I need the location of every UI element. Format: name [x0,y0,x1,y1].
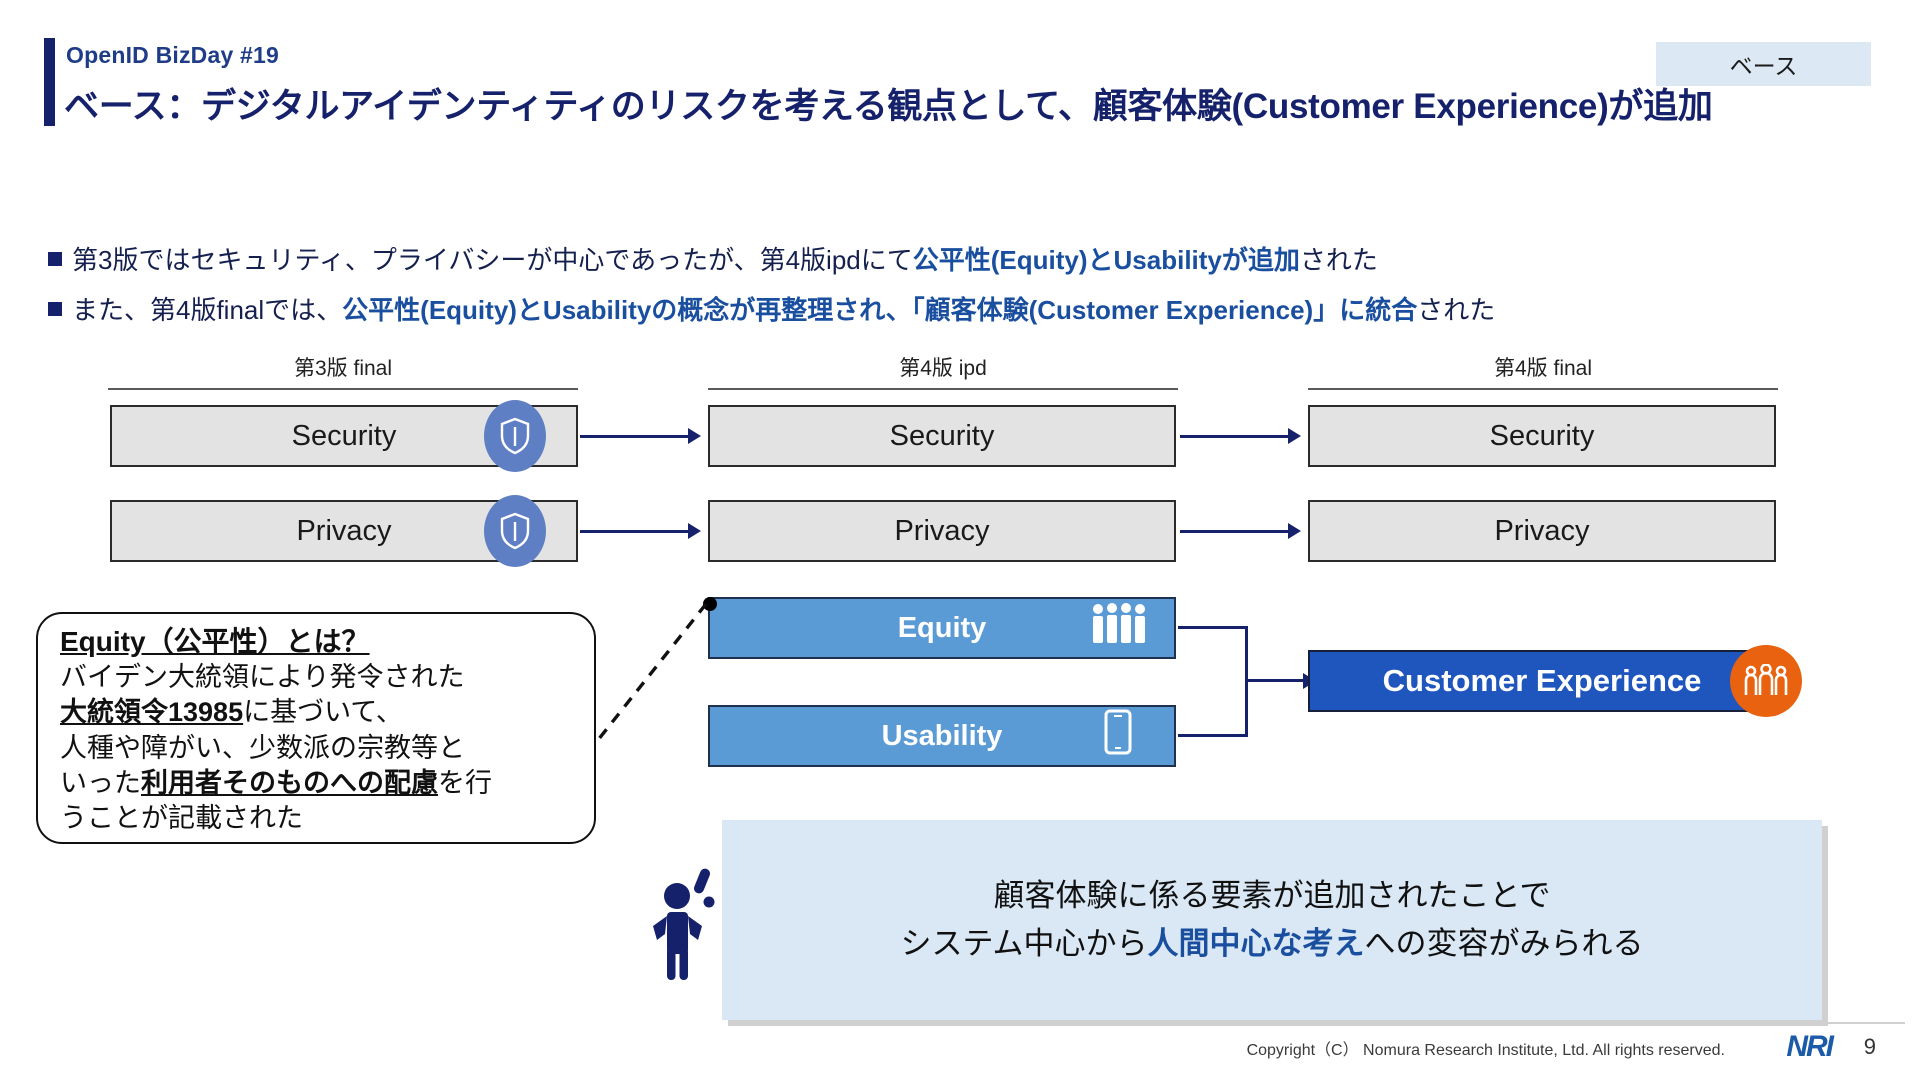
box-equity[interactable]: Equity [708,597,1176,659]
bullet-text: 第3版ではセキュリティ、プライバシーが中心であったが、第4版ipdにて公平性(E… [72,245,1378,275]
equity-definition-callout: Equity（公平性）とは？ バイデン大統領により発令された大統領令13985に… [36,612,596,844]
box-label: Equity [897,611,987,644]
page-title: ベース：デジタルアイデンティティのリスクを考える観点として、顧客体験(Custo… [64,87,1713,126]
box-label: Security [889,419,995,452]
box-usability[interactable]: Usability [708,705,1176,767]
title-accent-bar [44,38,55,126]
person-exclamation-icon [645,862,723,985]
status-badge: ベース [1656,42,1871,86]
copyright-text: Copyright（C） Nomura Research Institute, … [1246,1042,1725,1059]
summary-text: 顧客体験に係る要素が追加されたことで システム中心から人間中心な考えへの変容がみ… [900,872,1643,968]
people-group-icon [1090,603,1148,653]
page-number: 9 [1863,1034,1876,1059]
bullet-list: 第3版ではセキュリティ、プライバシーが中心であったが、第4版ipdにて公平性(E… [48,240,1848,341]
callout-title: Equity（公平性）とは？ [60,626,370,657]
arrow-privacy-v3-to-ipd [580,530,690,533]
nri-logo: NRI [1786,1030,1834,1063]
box-label: Privacy [1494,514,1590,547]
box-label: Security [1489,419,1595,452]
column-rule [1308,388,1778,390]
merge-line-to-cx [1245,679,1307,682]
footer-divider [1245,1022,1905,1024]
arrow-head-icon [1288,428,1301,444]
smartphone-icon [1104,709,1132,763]
callout-anchor-dot [703,597,717,611]
column-rule [708,388,1178,390]
shield-icon [484,400,546,472]
arrow-security-ipd-to-final [1180,435,1290,438]
box-label: Security [291,419,397,452]
box-privacy-v4final[interactable]: Privacy [1308,500,1776,562]
arrow-head-icon [1288,523,1301,539]
box-label: Privacy [296,514,392,547]
column-header-v3: 第3版 final [293,357,393,380]
deck-kicker: OpenID BizDay #19 [66,42,280,68]
box-label: Privacy [894,514,990,547]
callout-body: バイデン大統領により発令された大統領令13985に基づいて、人種や障がい、少数派… [60,662,492,833]
column-header-v4ipd: 第4版 ipd [899,357,987,380]
box-label: Customer Experience [1382,663,1702,698]
column-rule-v4final-label: 第4版 final [1493,357,1593,380]
arrow-privacy-ipd-to-final [1180,530,1290,533]
summary-panel: 顧客体験に係る要素が追加されたことで システム中心から人間中心な考えへの変容がみ… [722,820,1822,1020]
shield-icon [484,495,546,567]
arrow-security-v3-to-ipd [580,435,690,438]
arrow-head-icon [688,428,701,444]
bullet-text: また、第4版finalでは、公平性(Equity)とUsabilityの概念が再… [72,295,1496,326]
merge-line-usability [1178,734,1248,737]
summary-line-1: 顧客体験に係る要素が追加されたことで [993,877,1551,913]
column-rule [108,388,578,390]
arrow-head-icon [688,523,701,539]
box-label: Usability [881,719,1003,752]
bullet-square-icon [48,302,62,317]
bullet-square-icon [48,252,62,266]
box-customer-experience[interactable]: Customer Experience [1308,650,1776,712]
box-privacy-v4ipd[interactable]: Privacy [708,500,1176,562]
summary-line-2: システム中心から人間中心な考えへの変容がみられる [900,926,1644,961]
list-item: また、第4版finalでは、公平性(Equity)とUsabilityの概念が再… [48,290,1848,330]
merge-line-equity [1178,626,1248,629]
people-circle-icon [1730,645,1802,717]
list-item: 第3版ではセキュリティ、プライバシーが中心であったが、第4版ipdにて公平性(E… [48,240,1848,280]
box-security-v4ipd[interactable]: Security [708,405,1176,467]
box-security-v4final[interactable]: Security [1308,405,1776,467]
